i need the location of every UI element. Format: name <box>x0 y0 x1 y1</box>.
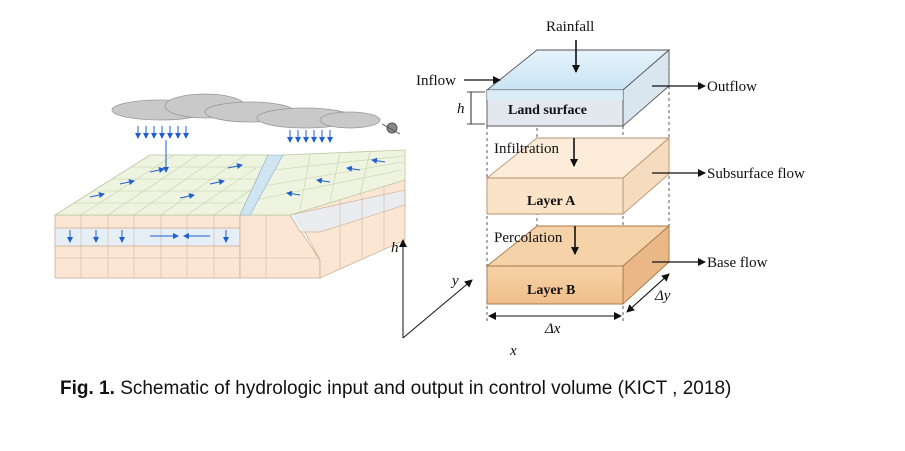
dy-label: Δy <box>654 288 671 304</box>
surface-flow-arrows <box>89 140 386 199</box>
subsurface-flow-label: Subsurface flow <box>707 166 805 182</box>
river-channel <box>239 154 284 216</box>
figure-caption: Fig. 1. Schematic of hydrologic input an… <box>60 378 890 400</box>
layer-a-box <box>485 137 671 215</box>
coordinate-axes <box>399 239 473 339</box>
dy-dimension <box>626 273 670 313</box>
satellite-icon <box>381 122 401 135</box>
caption-text: Schematic of hydrologic input and output… <box>120 378 732 399</box>
outflow-label: Outflow <box>707 79 757 95</box>
soil-front-face <box>54 179 406 279</box>
caption-figure-number: Fig. 1. <box>60 378 115 399</box>
watershed-grid-illustration <box>53 93 406 279</box>
infiltration-label: Infiltration <box>494 141 559 157</box>
rainfall-label: Rainfall <box>546 19 594 35</box>
surface-grid-left <box>53 154 269 216</box>
inflow-label: Inflow <box>416 73 456 89</box>
layer-b-box <box>485 225 671 306</box>
land-surface-box <box>485 49 671 127</box>
dx-label: Δx <box>544 321 561 337</box>
cloud-shape <box>111 93 381 129</box>
subsurface-flow-arrows <box>67 230 229 243</box>
rain-arrows <box>135 126 333 143</box>
soil-grid-lines <box>55 188 385 278</box>
percolation-label: Percolation <box>494 230 563 246</box>
layer-b-label: Layer B <box>527 283 575 298</box>
axis-y-label: y <box>450 273 459 289</box>
base-flow-label: Base flow <box>707 255 768 271</box>
axis-h-label: h <box>391 240 399 256</box>
axis-x-label: x <box>509 343 517 359</box>
layer-a-label: Layer A <box>527 194 576 209</box>
land-surface-label: Land surface <box>508 103 587 118</box>
height-h-label: h <box>457 101 465 117</box>
